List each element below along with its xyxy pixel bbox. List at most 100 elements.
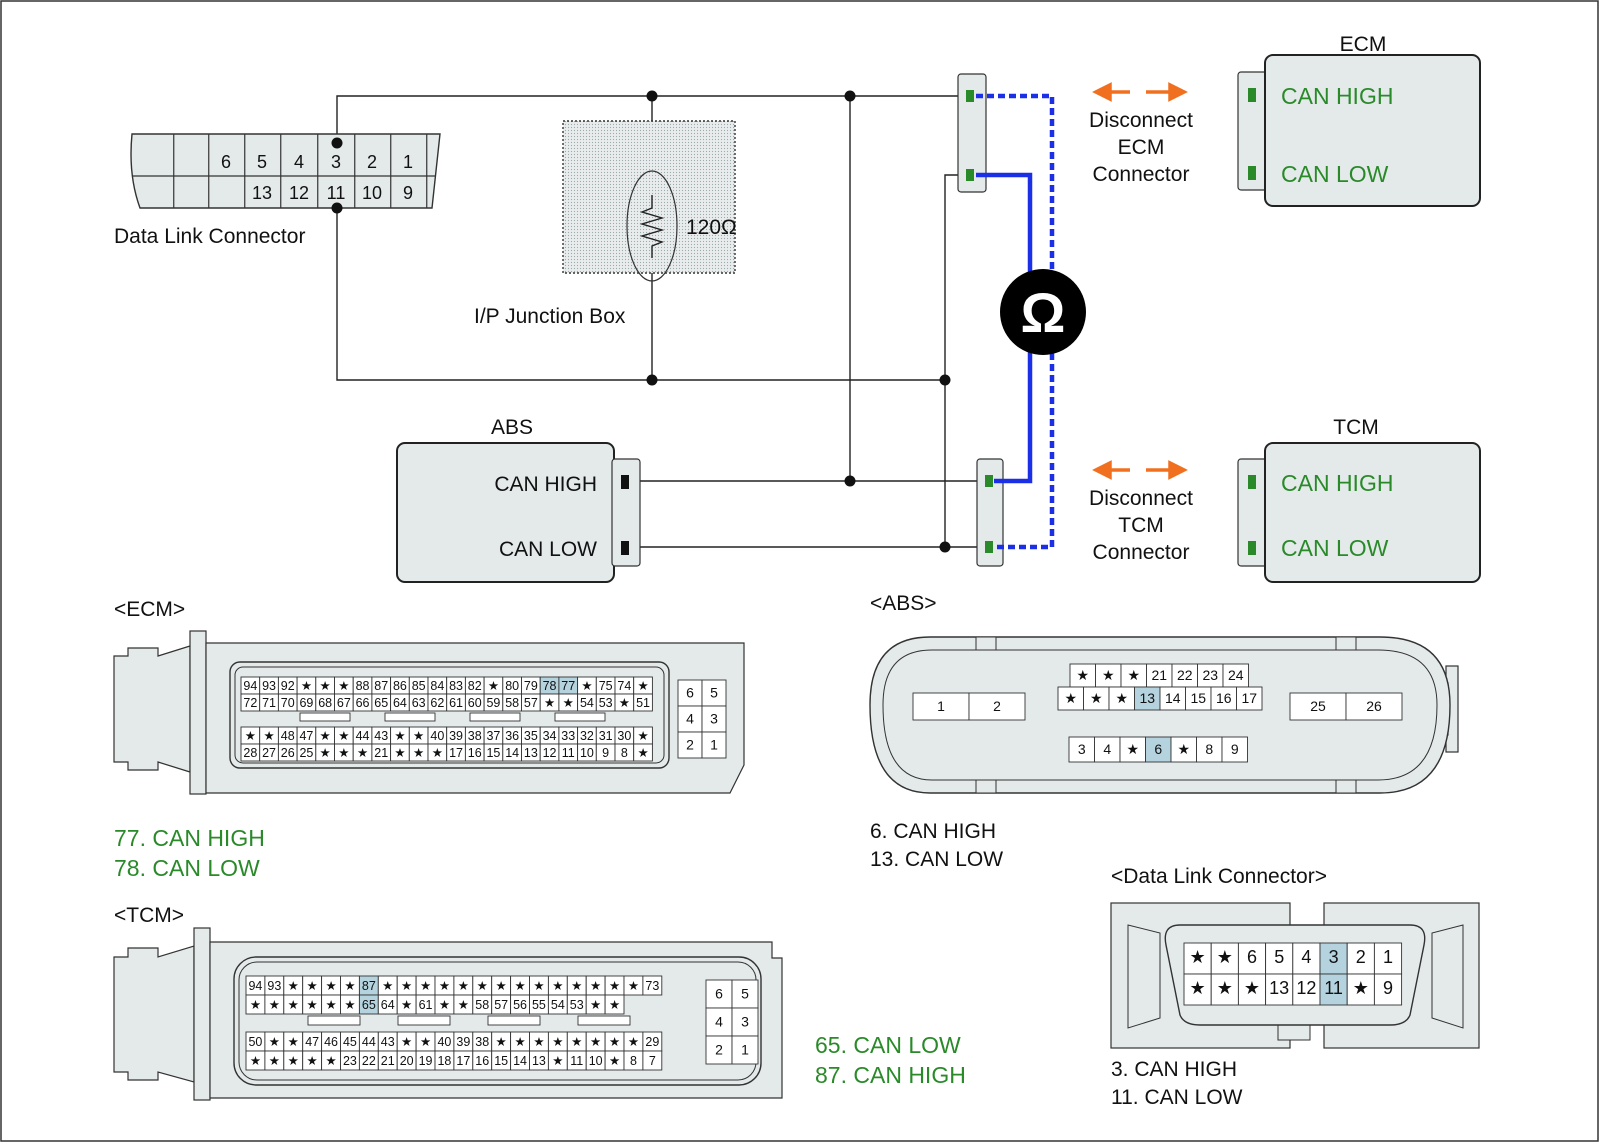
tcm-r2-10: ★ (439, 998, 450, 1012)
tcm-note-1: 65. CAN LOW (815, 1032, 961, 1058)
dlc-r2-1: ★ (1217, 978, 1233, 998)
tcm-r2-4: ★ (325, 998, 336, 1012)
ip-junction-box: 120Ω (562, 120, 737, 282)
abs-r1-4: 22 (1177, 667, 1193, 683)
abs-left-1-cell (968, 692, 1026, 721)
ecm-r1-10: 84 (430, 679, 444, 693)
ecm-r3-21: ★ (637, 729, 648, 743)
tcm-r2-1: ★ (269, 998, 280, 1012)
resistor-icon (639, 195, 665, 258)
ecm-side-0-cell (677, 679, 703, 707)
ecm-r2-2: 70 (281, 696, 295, 710)
tcm-r4-21: 7 (649, 1054, 656, 1068)
tcm-r3-10: 40 (437, 1035, 451, 1049)
dlc-top-pin-2: 6 (221, 152, 231, 172)
abs-module: CAN HIGH CAN LOW (396, 442, 641, 583)
ecm-r4-1: 27 (262, 746, 276, 760)
tcm-r1-16: ★ (552, 979, 563, 993)
tcm-r2-3: ★ (307, 998, 318, 1012)
ecm-r3-0: ★ (245, 729, 256, 743)
tcm-r4-4: ★ (325, 1054, 336, 1068)
tcm-r4-8: 20 (400, 1054, 414, 1068)
tcm-r3-0: 50 (248, 1035, 262, 1049)
tcm-r1-4: ★ (325, 979, 336, 993)
ecm-r1-15: 79 (524, 679, 538, 693)
tcm-disconnect-arrows (1092, 460, 1188, 480)
tcm-r1-20: ★ (628, 979, 639, 993)
ecm-r4-3: 25 (299, 746, 313, 760)
ecm-r4-10: ★ (432, 746, 443, 760)
ecm-disconnect-line2: ECM (1118, 136, 1165, 159)
ecm-side-3-cell (701, 705, 727, 733)
dlc-r1-6: 2 (1356, 947, 1366, 967)
tcm-r1-5: ★ (344, 979, 355, 993)
ecm-r1-2: 92 (281, 679, 295, 693)
ecm-module: CAN HIGH CAN LOW (1237, 54, 1481, 207)
tcm-r3-6: 44 (362, 1035, 376, 1049)
ecm-r2-20: ★ (619, 696, 630, 710)
abs-r1-2: ★ (1127, 667, 1140, 683)
ecm-side-4: 2 (686, 737, 694, 753)
ecm-r1-12: 82 (468, 679, 482, 693)
ecm-side-5: 1 (710, 737, 718, 753)
dlc-note-2: 11. CAN LOW (1111, 1086, 1243, 1109)
tcm-r4-3: ★ (307, 1054, 318, 1068)
tcm-r1-17: ★ (571, 979, 582, 993)
abs-r3-3: 6 (1154, 741, 1162, 757)
tcm-r4-17: 11 (570, 1054, 583, 1068)
tcm-r1-19: ★ (609, 979, 620, 993)
tcm-r2-18: ★ (590, 998, 601, 1012)
tcm-r3-8: ★ (401, 1035, 412, 1049)
ecm-r4-16: 12 (543, 746, 557, 760)
tcm-r2-13: 57 (494, 998, 508, 1012)
ecm-r4-14: 14 (505, 746, 519, 760)
tcm-title: TCM (1333, 416, 1379, 439)
tcm-side-0: 6 (715, 986, 723, 1002)
tcm-r3-9: ★ (420, 1035, 431, 1049)
dlc-r2-6: ★ (1353, 978, 1369, 998)
tcm-r3-5: 45 (343, 1035, 357, 1049)
tcm-r1-14: ★ (514, 979, 525, 993)
ecm-r2-3: 69 (299, 696, 313, 710)
dlc-r2-2-cell (1237, 973, 1267, 1006)
ecm-r2-10: 62 (430, 696, 444, 710)
ecm-note-1: 77. CAN HIGH (114, 825, 265, 851)
abs-can-low: CAN LOW (499, 538, 597, 561)
dlc-r2-6-cell (1346, 973, 1375, 1006)
tcm-r3-16: ★ (552, 1035, 563, 1049)
ecm-r2-15: 57 (524, 696, 538, 710)
abs-r2-4: 14 (1165, 690, 1181, 706)
tcm-side-3-cell (731, 1007, 759, 1037)
abs-conn-title: <ABS> (870, 592, 937, 615)
ecm-key-0 (299, 712, 351, 722)
ecm-disconnect-line1: Disconnect (1089, 109, 1193, 132)
tcm-r1-21-cell (642, 975, 663, 996)
ohm-symbol: Ω (1021, 281, 1066, 344)
tcm-r2-0: ★ (250, 998, 261, 1012)
ecm-conn-title: <ECM> (114, 598, 185, 621)
ecm-r1-8: 86 (393, 679, 407, 693)
abs-right-0: 25 (1310, 698, 1326, 714)
tcm-r2-19-cell (604, 994, 625, 1015)
ecm-harness-connector (957, 73, 987, 193)
ecm-title: ECM (1340, 33, 1387, 56)
abs-r1-6: 24 (1228, 667, 1244, 683)
dlc-r1-1: ★ (1217, 947, 1233, 967)
tcm-can-high: CAN HIGH (1281, 470, 1393, 496)
ecm-key-1 (384, 712, 436, 722)
ecm-side-5-cell (701, 731, 727, 759)
dlc-r2-3-cell (1265, 973, 1294, 1006)
dlc-r1-3: 5 (1274, 947, 1284, 967)
ecm-r1-6: 88 (356, 679, 370, 693)
tcm-conn-title: <TCM> (114, 904, 184, 927)
ecm-r2-0: 72 (243, 696, 257, 710)
abs-r3-1-cell (1094, 736, 1121, 763)
tcm-r4-0: ★ (250, 1054, 261, 1068)
dlc-r1-7: 1 (1383, 947, 1393, 967)
dlc-r1-6-cell (1346, 942, 1375, 975)
tcm-r2-7: 64 (381, 998, 395, 1012)
dlc-top-pin-5: 3 (331, 152, 341, 172)
dlc-r1-0: ★ (1190, 947, 1206, 967)
